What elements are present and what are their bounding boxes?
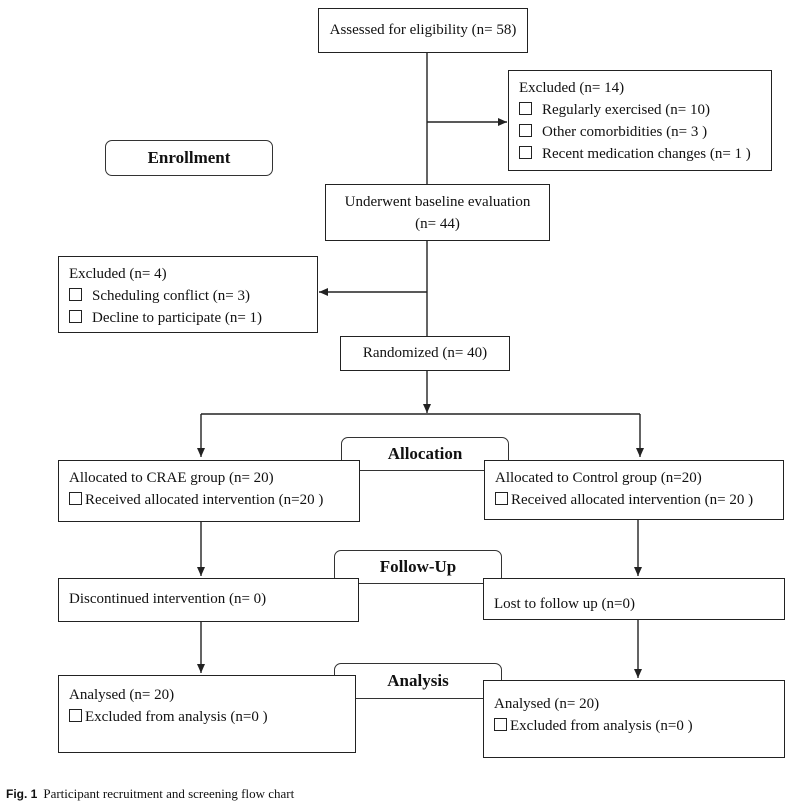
box-lost-follow-up: Lost to follow up (n=0): [483, 578, 785, 620]
checkbox-icon: [69, 492, 82, 505]
analysed-right-title: Analysed (n= 20): [494, 696, 600, 712]
excluded-item: Other comorbidities (n= 3 ): [519, 121, 761, 143]
control-item: Received allocated intervention (n= 20 ): [495, 489, 773, 511]
analysed-right-item: Excluded from analysis (n=0 ): [494, 715, 774, 737]
stage-allocation: Allocation: [341, 437, 509, 471]
baseline-line1: Underwent baseline evaluation: [344, 194, 531, 210]
lost-text: Lost to follow up (n=0): [494, 596, 635, 612]
checkbox-icon: [69, 288, 82, 301]
control-title: Allocated to Control group (n=20): [495, 470, 702, 486]
stage-analysis: Analysis: [334, 663, 502, 699]
excluded-4-title: Excluded (n= 4): [69, 266, 167, 282]
stage-enrollment: Enrollment: [105, 140, 273, 176]
box-excluded-14: Excluded (n= 14) Regularly exercised (n=…: [508, 70, 772, 171]
checkbox-icon: [519, 102, 532, 115]
crae-item: Received allocated intervention (n=20 ): [69, 489, 349, 511]
box-control-group: Allocated to Control group (n=20) Receiv…: [484, 460, 784, 520]
box-crae-group: Allocated to CRAE group (n= 20) Received…: [58, 460, 360, 522]
excluded-item: Decline to participate (n= 1): [69, 307, 307, 329]
box-excluded-4: Excluded (n= 4) Scheduling conflict (n= …: [58, 256, 318, 333]
box-discontinued: Discontinued intervention (n= 0): [58, 578, 359, 622]
box-analysed-crae: Analysed (n= 20) Excluded from analysis …: [58, 675, 356, 753]
analysed-left-item: Excluded from analysis (n=0 ): [69, 706, 345, 728]
baseline-line2: (n= 44): [415, 216, 460, 232]
box-randomized: Randomized (n= 40): [340, 336, 510, 371]
analysed-left-title: Analysed (n= 20): [69, 687, 175, 703]
excluded-item: Scheduling conflict (n= 3): [69, 285, 307, 307]
box-baseline: Underwent baseline evaluation (n= 44): [325, 184, 550, 241]
checkbox-icon: [519, 146, 532, 159]
excluded-item: Recent medication changes (n= 1 ): [519, 143, 761, 165]
figure-caption-text: Participant recruitment and screening fl…: [43, 786, 295, 801]
checkbox-icon: [494, 718, 507, 731]
checkbox-icon: [69, 310, 82, 323]
box-assessed: Assessed for eligibility (n= 58): [318, 8, 528, 53]
checkbox-icon: [69, 709, 82, 722]
box-analysed-control: Analysed (n= 20) Excluded from analysis …: [483, 680, 785, 758]
checkbox-icon: [495, 492, 508, 505]
discontinued-text: Discontinued intervention (n= 0): [69, 591, 267, 607]
excluded-item: Regularly exercised (n= 10): [519, 99, 761, 121]
figure-label: Fig. 1: [6, 787, 38, 801]
stage-followup: Follow-Up: [334, 550, 502, 584]
crae-title: Allocated to CRAE group (n= 20): [69, 470, 274, 486]
excluded-14-title: Excluded (n= 14): [519, 80, 625, 96]
checkbox-icon: [519, 124, 532, 137]
figure-caption: Fig. 1 Participant recruitment and screen…: [6, 786, 294, 802]
